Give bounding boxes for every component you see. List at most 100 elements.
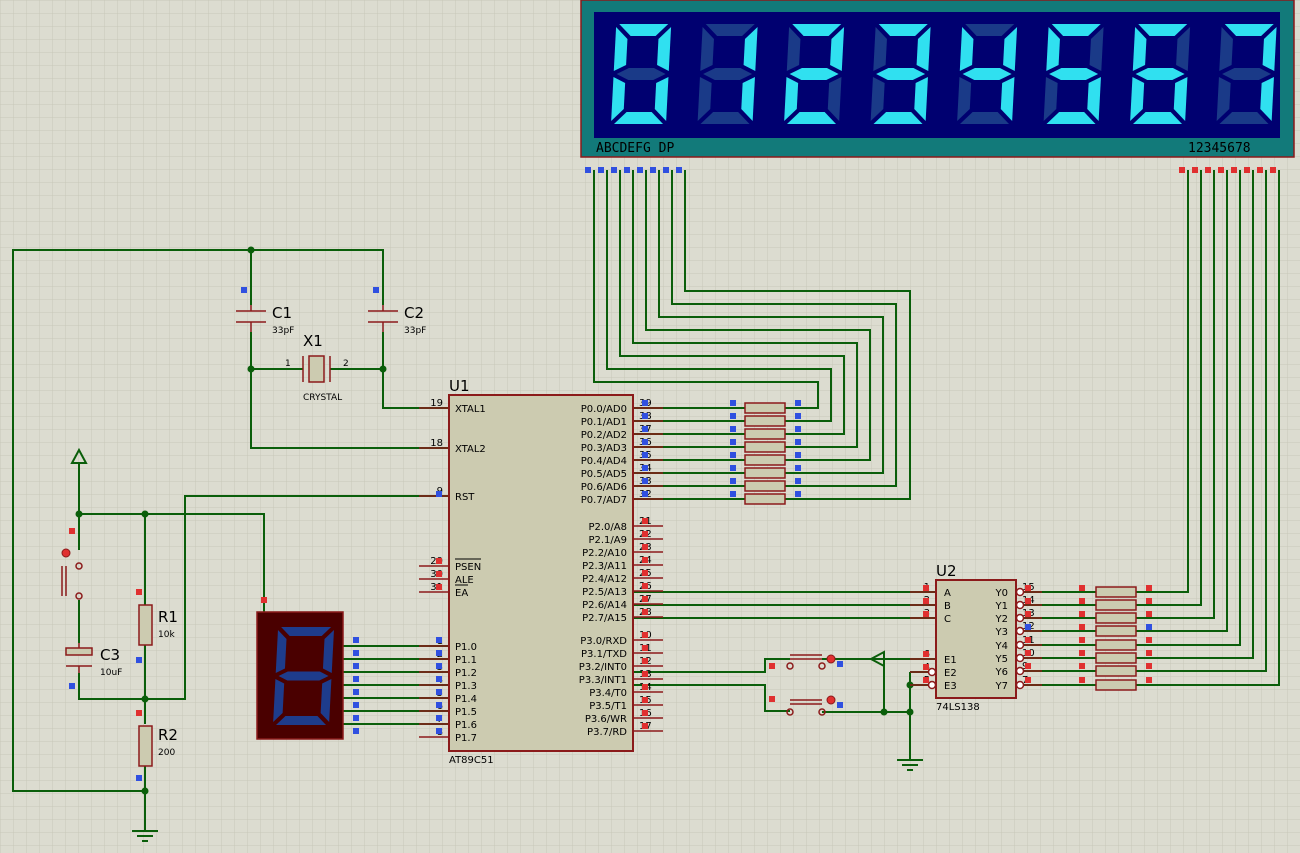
display-digit-2-segment-b — [830, 27, 845, 71]
logic-probe — [353, 728, 359, 734]
int1-button[interactable] — [786, 695, 836, 716]
capacitor-c1[interactable]: C1 33pF — [236, 304, 294, 336]
logic-probe — [642, 544, 648, 550]
inverter-bubble — [1015, 626, 1025, 636]
logic-probe — [1025, 663, 1031, 669]
resistor-network-segments[interactable] — [744, 402, 786, 505]
display-digit-2-segment-g — [789, 68, 839, 80]
display-segment-label: ABCDEFG DP — [596, 141, 674, 156]
u2-right-pin-name: Y5 — [995, 654, 1008, 665]
logic-probe — [353, 715, 359, 721]
logic-probe — [1025, 585, 1031, 591]
common-resistor — [1095, 625, 1137, 637]
logic-probe — [436, 689, 442, 695]
logic-probe — [795, 439, 801, 445]
logic-probe — [642, 518, 648, 524]
display-digit-3-segment-f — [873, 27, 887, 71]
u1-right-pin-name: P0.1/AD1 — [581, 417, 627, 428]
logic-probe — [923, 611, 929, 617]
display-digit-1-segment-e — [697, 77, 712, 121]
resistor-r1[interactable]: R1 10k — [138, 604, 178, 646]
logic-probe — [730, 413, 736, 419]
logic-probe — [436, 571, 442, 577]
capacitor-c3[interactable]: C3 10uF — [65, 643, 122, 678]
logic-probe — [585, 167, 591, 173]
u1-right-pin-name: P2.3/A11 — [582, 561, 627, 572]
logic-probe — [637, 167, 643, 173]
display-digit-1-segment-d — [700, 112, 750, 124]
display-digit-0-segment-g — [616, 68, 666, 80]
logic-probe — [730, 478, 736, 484]
segment-resistor — [744, 441, 786, 453]
display-digit-2-segment-c — [827, 77, 842, 121]
u1-left-pin-name: XTAL1 — [455, 404, 486, 415]
resistor-network-commons[interactable] — [1095, 586, 1137, 691]
display-digit-5-segment-c — [1087, 77, 1101, 121]
logic-probe — [642, 452, 648, 458]
logic-probe — [1079, 598, 1085, 604]
segment-resistor — [744, 428, 786, 440]
u1-chip[interactable]: 19XTAL118XTAL29RST29PSEN30ALE31EA1P1.02P… — [419, 377, 663, 766]
display-digit-0-segment-f — [613, 27, 628, 71]
u2-right-pin-name: Y1 — [995, 601, 1008, 612]
u1-right-pin-name: P0.2/AD2 — [581, 430, 627, 441]
segment-resistor — [744, 493, 786, 505]
logic-probe — [642, 413, 648, 419]
c2-ref: C2 — [404, 304, 424, 322]
x1-value: CRYSTAL — [303, 393, 342, 403]
u2-part: 74LS138 — [936, 702, 980, 713]
segment-resistor — [744, 415, 786, 427]
segment-resistor — [744, 467, 786, 479]
u2-right-pin-name: Y7 — [995, 681, 1008, 692]
u2-left-pin-name: B — [944, 601, 951, 612]
logic-probe — [795, 426, 801, 432]
display-digit-2-segment-a — [792, 24, 842, 36]
reset-button[interactable] — [61, 548, 83, 600]
logic-probe — [1146, 611, 1152, 617]
logic-probe — [1025, 624, 1031, 630]
u1-part: AT89C51 — [449, 755, 494, 766]
u2-right-pin-name: Y0 — [995, 588, 1008, 599]
logic-probe — [436, 715, 442, 721]
segment-resistor — [744, 480, 786, 492]
display-digit-3-segment-g — [876, 68, 926, 80]
logic-probe — [598, 167, 604, 173]
eight-digit-display[interactable]: ABCDEFG DP 12345678 — [580, 0, 1295, 158]
int0-button[interactable] — [786, 654, 836, 670]
display-digit-6-segment-b — [1176, 27, 1191, 71]
logic-probe — [1079, 663, 1085, 669]
display-digit-2-segment-e — [784, 77, 799, 121]
logic-probe — [1270, 167, 1276, 173]
logic-probe — [730, 465, 736, 471]
logic-probe — [611, 167, 617, 173]
display-digit-0-segment-e — [611, 77, 626, 121]
r1-ref: R1 — [158, 608, 178, 626]
u1-right-pin-name: P0.7/AD7 — [581, 495, 627, 506]
logic-probe — [642, 609, 648, 615]
capacitor-c2[interactable]: C2 33pF — [368, 304, 426, 336]
u1-left-pin-name: P1.2 — [455, 668, 477, 679]
resistor-r2[interactable]: R2 200 — [138, 725, 178, 767]
display-digit-3-segment-d — [873, 112, 923, 124]
small-digit-segment-a — [281, 627, 332, 636]
logic-probe — [837, 661, 843, 667]
u2-left-pin-name: E1 — [944, 655, 957, 666]
logic-probe — [1079, 677, 1085, 683]
logic-probe — [1025, 611, 1031, 617]
inverter-bubble — [1015, 640, 1025, 650]
u1-left-pin-number: 19 — [430, 398, 443, 409]
inverter-bubble — [1015, 666, 1025, 676]
display-digit-0-segment-c — [654, 77, 669, 121]
crystal-x1[interactable]: X1 CRYSTAL 1 2 — [285, 332, 349, 403]
single-digit-display[interactable] — [256, 611, 344, 740]
ground-icon — [132, 830, 158, 842]
logic-probe — [436, 702, 442, 708]
logic-probe — [730, 491, 736, 497]
display-digit-4-segment-a — [965, 24, 1015, 36]
power-terminal-icon — [70, 447, 88, 464]
ground-icon — [897, 759, 923, 771]
power-terminal-icon — [868, 650, 885, 668]
logic-probe — [923, 585, 929, 591]
display-digit-5-segment-d — [1046, 112, 1096, 124]
